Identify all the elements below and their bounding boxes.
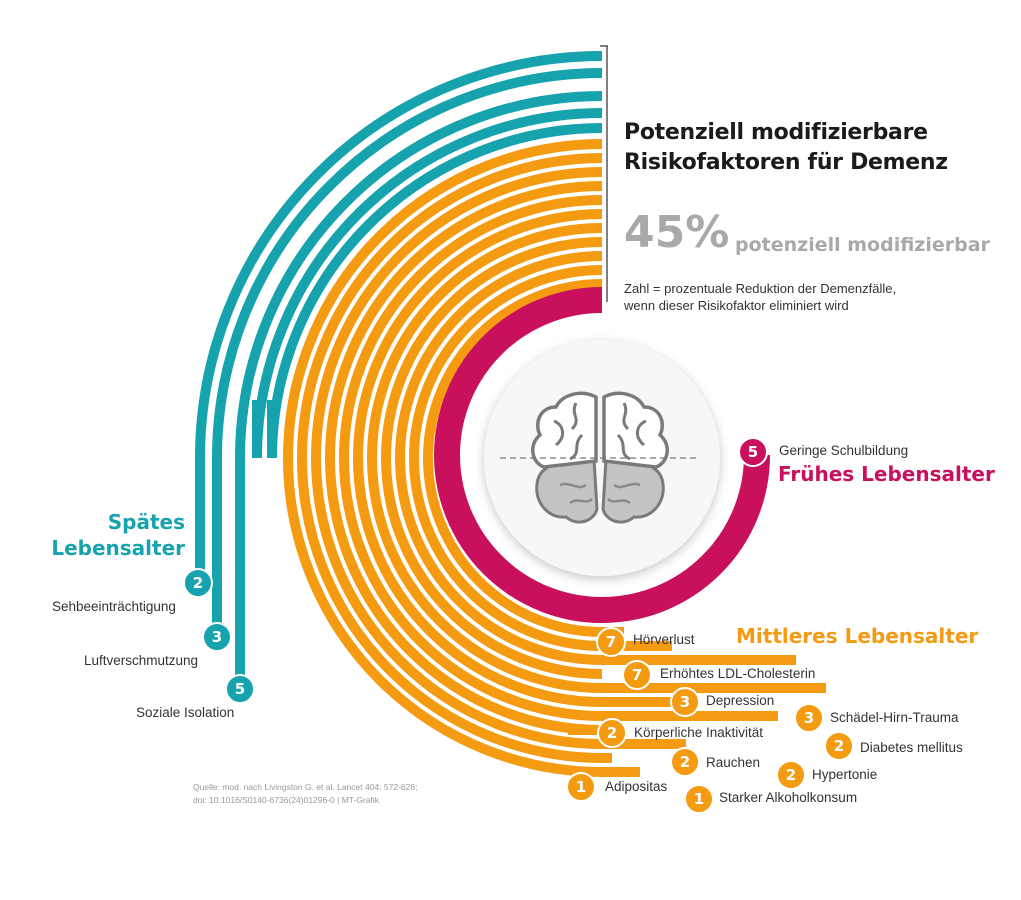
late-life-arc (195, 51, 603, 572)
late-item-label: Luftverschmutzung (84, 653, 199, 668)
brain-icon (500, 391, 700, 524)
early-life-arc (434, 287, 770, 623)
mid-item-label: Hypertonie (812, 767, 878, 782)
source-line-1: Quelle: mod. nach Livingston G. et al. L… (193, 782, 418, 792)
mid-life-arc (310, 167, 686, 749)
mid-item-value: 1 (684, 784, 714, 814)
percent-label: potenziell modifizierbar (735, 234, 990, 256)
early-life-title: Frühes Lebensalter (778, 462, 995, 486)
mid-item-label: Depression (706, 693, 775, 708)
mid-life-arc (408, 265, 672, 651)
mid-item-value: 7 (596, 627, 626, 657)
mid-life-arcs (282, 139, 826, 777)
mid-item-label: Diabetes mellitus (860, 740, 963, 755)
mid-life-arc (394, 251, 796, 665)
mid-item-value: 3 (670, 687, 700, 717)
mid-item-label: Rauchen (706, 755, 761, 770)
late-life-arc (267, 123, 603, 459)
mid-item-label: Körperliche Inaktivität (634, 725, 764, 740)
late-life-arc (252, 108, 603, 459)
title-line-2: Risikofaktoren für Demenz (624, 150, 948, 175)
mid-life-arc (366, 223, 826, 693)
late-item-value: 5 (225, 674, 255, 704)
mid-life-arc (422, 279, 624, 637)
mid-life-arc (352, 209, 672, 707)
mid-item-label: Adipositas (605, 779, 668, 794)
mid-item-value: 1 (566, 772, 596, 802)
late-life-arc (212, 68, 603, 628)
late-item-label: Sehbeeinträchtigung (52, 599, 176, 614)
mid-life-arc (282, 139, 640, 777)
description-line-1: Zahl = prozentuale Reduktion der Demenzf… (624, 281, 897, 296)
late-life-title-line-1: Spätes (107, 510, 185, 534)
late-life-title-line-2: Lebensalter (51, 536, 185, 560)
mid-item-value: 2 (776, 760, 806, 790)
mid-life-arc (296, 153, 612, 763)
late-life-arc (235, 91, 603, 680)
mid-life-arc (338, 195, 778, 721)
mid-item-label: Starker Alkoholkonsum (719, 790, 858, 805)
late-item-label: Soziale Isolation (136, 705, 235, 720)
mid-item-label: Hörverlust (633, 632, 695, 647)
mid-life-arc (324, 181, 603, 735)
percent-value: 45% (624, 207, 730, 258)
late-item-value: 3 (202, 622, 232, 652)
mid-item-value: 2 (670, 747, 700, 777)
mid-item-value: 2 (597, 718, 627, 748)
mid-item-value: 3 (794, 703, 824, 733)
description-line-2: wenn dieser Risikofaktor eliminiert wird (624, 298, 849, 313)
mid-item-label: Erhöhtes LDL-Cholesterin (660, 666, 816, 681)
mid-life-arc (380, 237, 603, 679)
early-item-label: Geringe Schulbildung (779, 443, 909, 458)
mid-item-label: Schädel-Hirn-Trauma (830, 710, 959, 725)
mid-item-value: 2 (824, 731, 854, 761)
late-life-arcs (195, 51, 603, 680)
mid-life-title: Mittleres Lebensalter (736, 624, 979, 648)
title-line-1: Potenziell modifizierbare (624, 120, 928, 145)
source-line-2: doi: 10.1016/S0140-6736(24)01296-0 | MT-… (193, 795, 380, 805)
late-item-value: 2 (183, 568, 213, 598)
mid-item-value: 7 (622, 660, 652, 690)
early-item-value: 5 (738, 437, 768, 467)
